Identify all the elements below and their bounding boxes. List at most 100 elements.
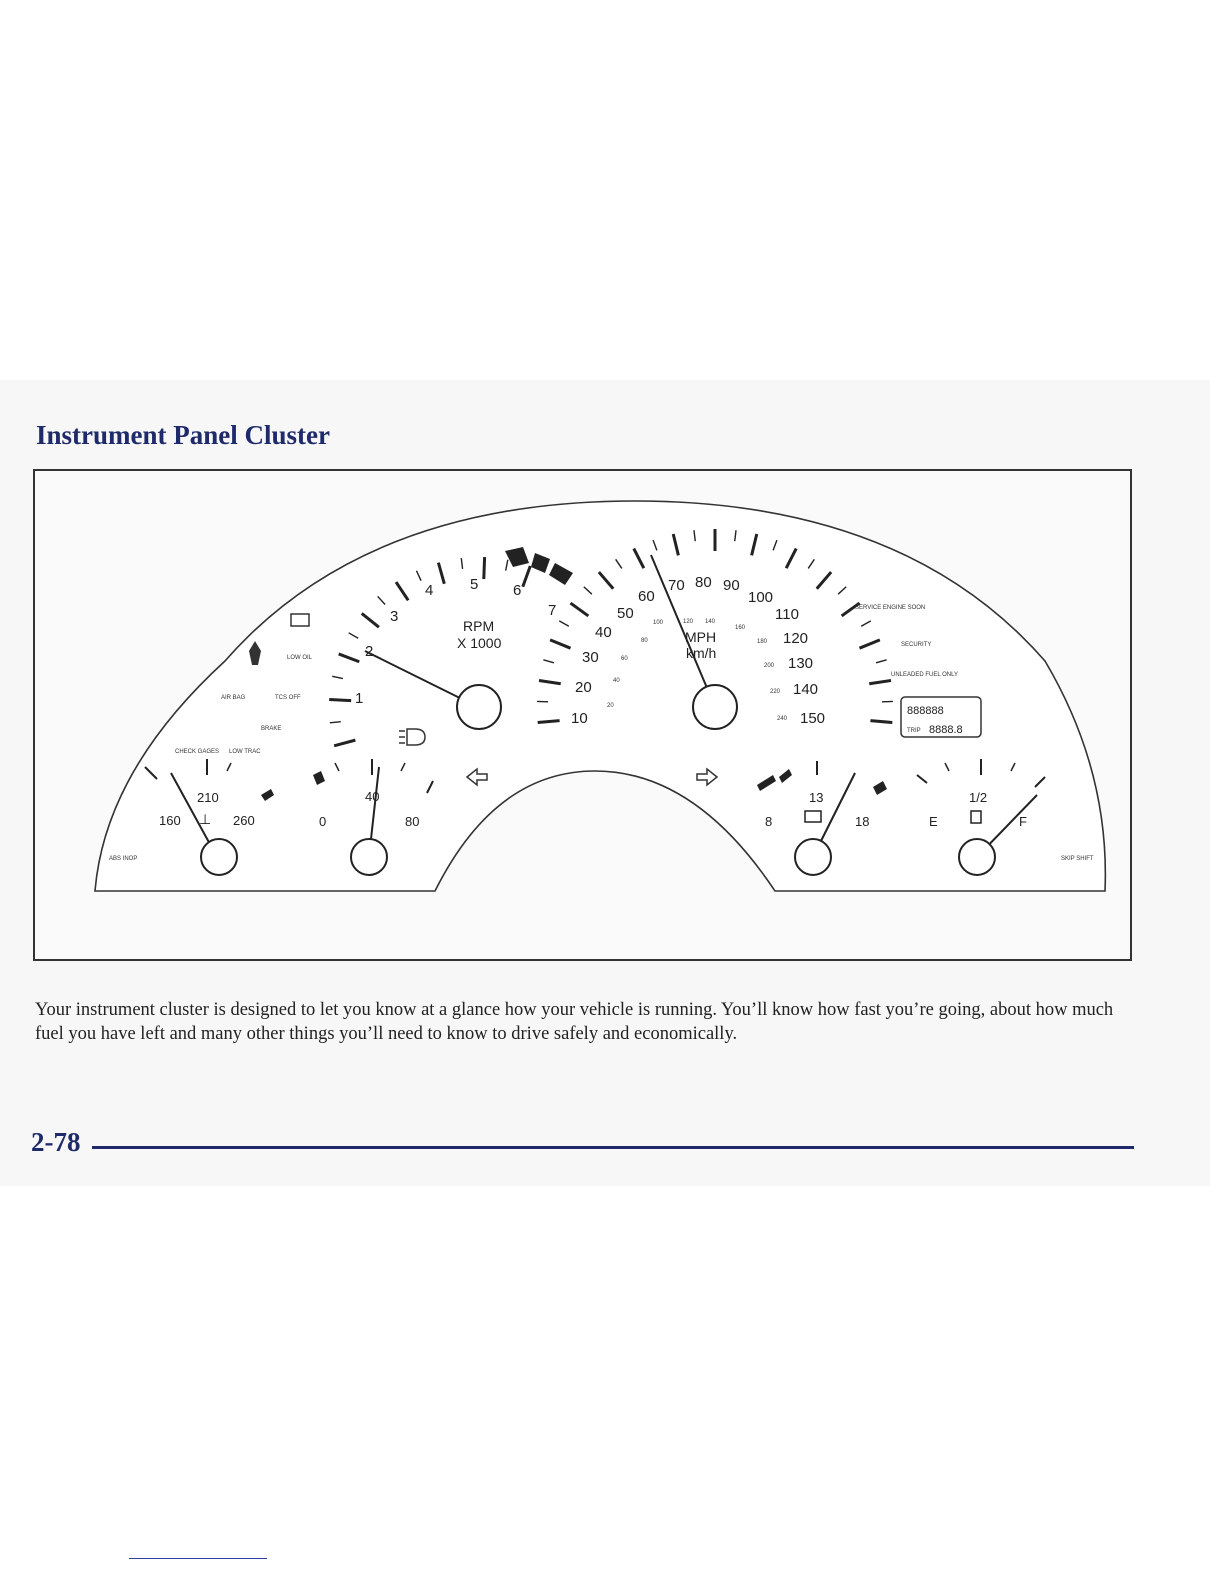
tach-number-2: 2 (365, 643, 373, 660)
kmh-number-180: 180 (757, 639, 768, 645)
gauge-tick (332, 675, 344, 680)
gauge-tick (543, 659, 555, 664)
gauge-tick (734, 530, 737, 542)
gauge-tick (597, 571, 615, 590)
odometer-digits: 888888 (907, 705, 944, 717)
gauge-tick (460, 557, 464, 570)
gauge-tick (505, 559, 509, 571)
odometer-trip-label: TRIP (907, 728, 921, 734)
gauge-tick (394, 581, 410, 602)
gauge-tick (549, 638, 572, 650)
air-bag-light: AIR BAG (221, 695, 246, 701)
gauge-tick (360, 612, 380, 629)
fuel-gauge: E 1/2 F (916, 759, 1046, 876)
mph-number-120: 120 (783, 630, 808, 647)
left-turn-signal-icon (465, 767, 488, 787)
fuel-mark-e: E (929, 814, 938, 829)
gauge-tick (415, 570, 422, 581)
gauge-tick (772, 539, 778, 551)
mph-number-10: 10 (571, 710, 588, 727)
instrument-cluster-figure: 1 2 3 4 5 6 7 RPM X 1000 10 20 30 40 50 … (33, 469, 1132, 961)
skip-shift-light: SKIP SHIFT (1061, 856, 1094, 862)
oil-can-icon (290, 613, 310, 627)
gauge-tick (632, 547, 646, 569)
oil-mark-0: 0 (319, 814, 326, 829)
gauge-tick (537, 719, 560, 725)
gauge-tick (348, 632, 359, 639)
right-turn-signal-icon (696, 767, 719, 787)
gauge-tick (815, 571, 833, 590)
mph-number-30: 30 (582, 649, 599, 666)
gauge-tick (615, 558, 623, 569)
gauge-tick (538, 678, 561, 686)
mph-number-150: 150 (800, 710, 825, 727)
coolant-mark-160: 160 (159, 813, 181, 828)
gauge-tick (807, 558, 815, 569)
volt-mark-13: 13 (809, 790, 823, 805)
speedo-label-mph: MPH (685, 629, 716, 645)
tach-hub (456, 684, 502, 730)
mph-number-90: 90 (723, 577, 740, 594)
oil-pressure-gauge: 0 40 80 (313, 759, 434, 876)
body-paragraph: Your instrument cluster is designed to l… (35, 1000, 1114, 1044)
fuel-mark-f: F (1019, 814, 1027, 829)
tach-number-3: 3 (390, 608, 398, 625)
gauge-tick (870, 719, 893, 725)
tach-number-6: 6 (513, 582, 521, 599)
instrument-cluster-illustration: 1 2 3 4 5 6 7 RPM X 1000 10 20 30 40 50 … (94, 500, 1107, 892)
kmh-number-220: 220 (770, 689, 781, 695)
gauge-tick (436, 562, 446, 585)
coolant-mark-210: 210 (197, 790, 219, 805)
kmh-number-40: 40 (613, 678, 620, 684)
kmh-number-80: 80 (641, 638, 648, 644)
headlamp-icon (399, 728, 426, 746)
kmh-number-160: 160 (735, 625, 746, 631)
odometer-trip-digits: 8888.8 (929, 724, 963, 736)
tcs-off-light: TCS OFF (275, 695, 301, 701)
page-number: 2-78 (31, 1127, 81, 1157)
mph-number-20: 20 (575, 679, 592, 696)
speedo-hub (692, 684, 738, 730)
footer-rule (92, 1146, 1134, 1149)
service-engine-soon-light: SERVICE ENGINE SOON (855, 605, 925, 611)
gauge-tick (693, 530, 696, 542)
kmh-number-20: 20 (607, 703, 614, 709)
mph-number-50: 50 (617, 605, 634, 622)
section-title: Instrument Panel Cluster (36, 420, 330, 450)
kmh-number-60: 60 (621, 656, 628, 662)
gauge-tick (671, 533, 680, 556)
gauge-tick (569, 601, 590, 618)
coolant-temperature-icon: ⊥ (199, 811, 211, 827)
low-oil-light: LOW OIL (287, 655, 313, 661)
gauge-tick (338, 652, 360, 664)
voltmeter-gauge: 8 13 18 (757, 761, 887, 876)
abs-inop-light: ABS INOP (109, 856, 137, 862)
kmh-number-100: 100 (653, 620, 664, 626)
gauge-tick (333, 738, 356, 748)
kmh-number-140: 140 (705, 619, 716, 625)
gauge-tick (869, 678, 892, 686)
gauge-tick (583, 586, 593, 595)
mph-number-110: 110 (775, 606, 799, 623)
gauge-tick (482, 557, 487, 580)
gauge-tick (840, 601, 861, 618)
gauge-tick (750, 533, 759, 556)
gauge-tick (558, 620, 570, 627)
gauge-tick (329, 698, 352, 703)
tach-number-4: 4 (425, 582, 433, 599)
tachometer-ticks (329, 557, 532, 748)
kmh-number-120: 120 (683, 619, 694, 625)
seatbelt-icon (249, 641, 261, 665)
mph-number-100: 100 (748, 589, 773, 606)
bottom-link-line (129, 1558, 267, 1559)
battery-icon (804, 810, 822, 823)
fuel-pump-icon (970, 810, 982, 824)
tach-label-x1000: X 1000 (457, 635, 502, 651)
volt-mark-8: 8 (765, 814, 772, 829)
mph-number-70: 70 (668, 577, 685, 594)
tach-number-7: 7 (548, 602, 556, 619)
mph-number-140: 140 (793, 681, 818, 698)
gauge-tick (329, 721, 341, 724)
fuel-mark-half: 1/2 (969, 790, 987, 805)
gauge-tick (858, 638, 881, 650)
